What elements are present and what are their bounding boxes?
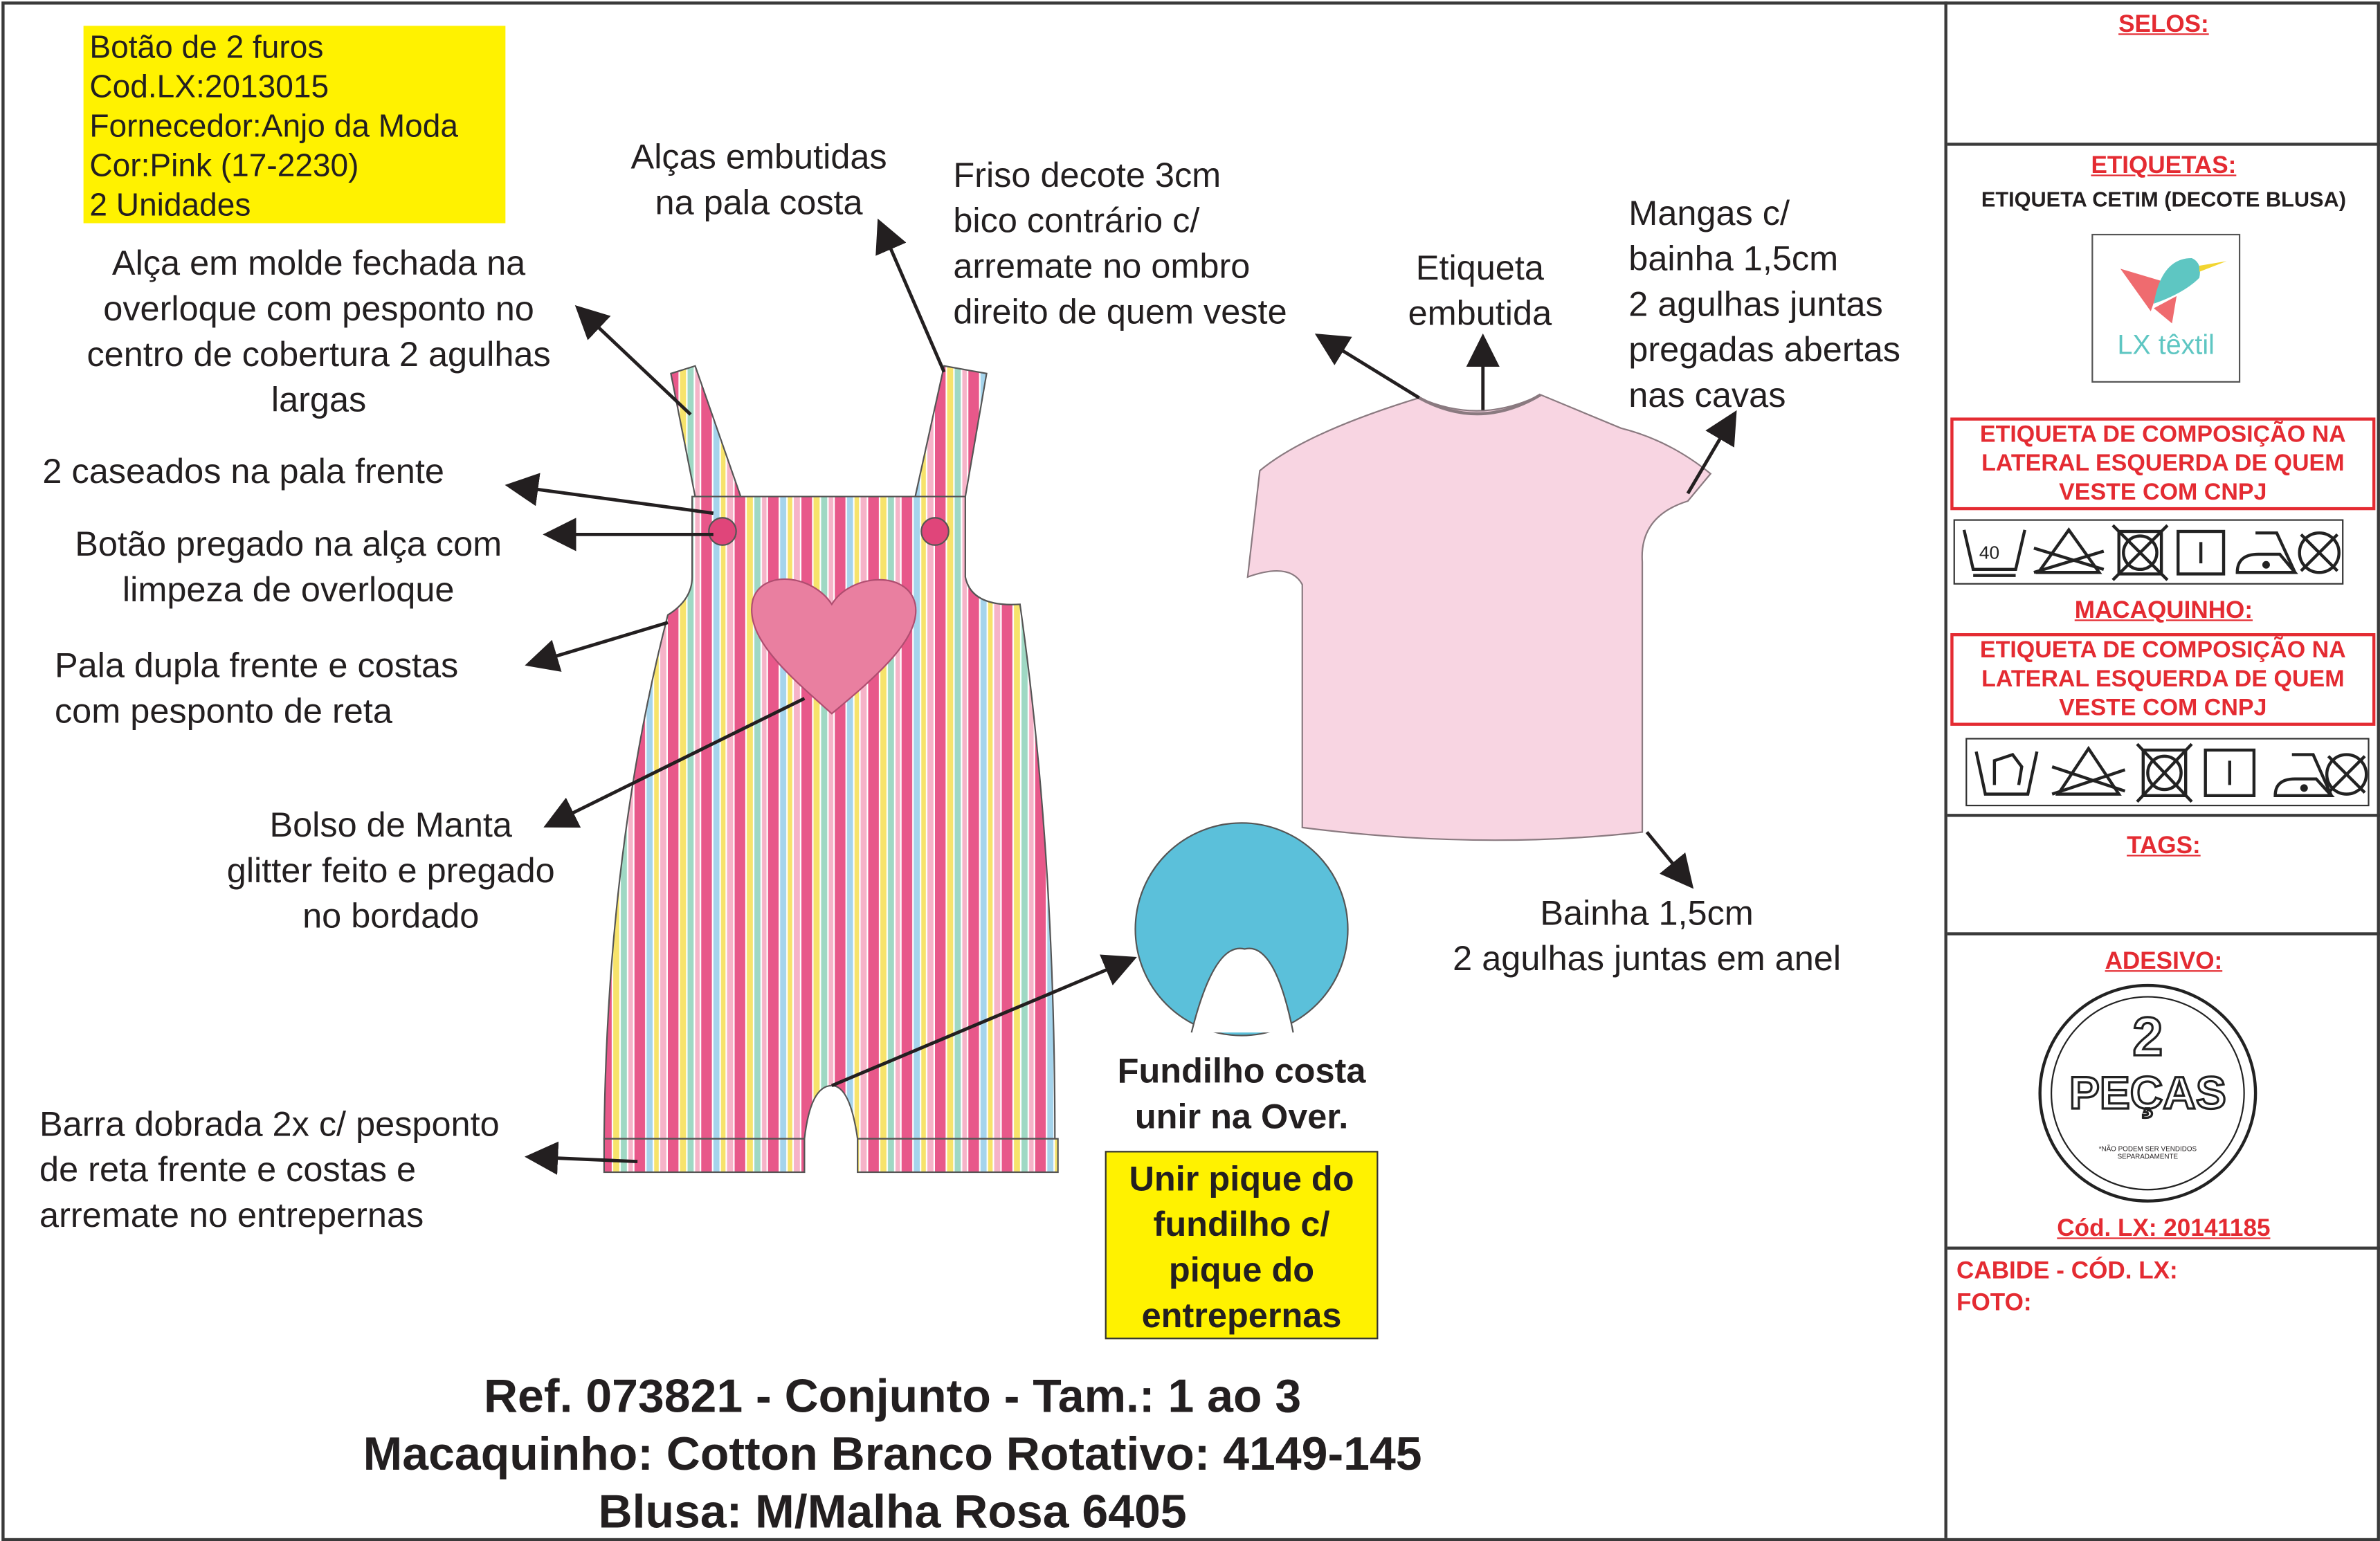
section-cabide: CABIDE - CÓD. LX:FOTO: [1956,1259,2178,1317]
heart-pocket [751,578,917,715]
svg-text:40: 40 [1979,542,1999,563]
trim-line: Cor:Pink (17-2230) [89,149,359,184]
annotation-arrows [505,218,1737,1175]
footer-ref: Ref. 073821 - Conjunto - Tam.: 1 ao 3 [483,1369,1302,1423]
two-pieces-sticker: 2 PEÇAS *NÃO PODEM SER VENDIDOS SEPARADA… [2038,983,2258,1203]
section-tags: TAGS: [1947,817,2380,936]
button-left [708,517,737,546]
footer-macaquinho: Macaquinho: Cotton Branco Rotativo: 4149… [363,1427,1422,1481]
footer-blusa: Blusa: M/Malha Rosa 6405 [598,1485,1187,1538]
t-shirt [1246,393,1712,841]
care-symbols-macaquinho [1965,738,2370,807]
trim-line: Fornecedor:Anjo da Moda [89,109,458,145]
section-etiquetas: ETIQUETAS: ETIQUETA CETIM (DECOTE BLUSA)… [1947,146,2380,817]
fundilho-circle [1134,822,1349,1037]
spec-panel: SELOS: ETIQUETAS: ETIQUETA CETIM (DECOTE… [1944,1,2380,1538]
care-symbols-blusa: 40 [1953,519,2344,585]
section-adesivo: ADESIVO: 2 PEÇAS *NÃO PODEM SER VENDIDOS… [1947,936,2380,1250]
cod-lx: Cód. LX: 20141185 [2057,1216,2271,1242]
trim-line: Cod.LX:2013015 [89,69,329,105]
overall-romper [603,365,1059,1174]
button-right [920,517,950,546]
macaquinho-header: MACAQUINHO: [2074,598,2253,624]
note-caseados: 2 caseados na pala frente [42,450,444,491]
technical-drawing [505,218,1737,1175]
trim-line: Botão de 2 furos [89,30,324,66]
trim-note: Botão de 2 furos Cod.LX:2013015 Forneced… [83,26,506,224]
section-selos: SELOS: [1947,1,2380,146]
lx-textil-logo: LX têxtil [2091,233,2241,383]
trim-line: 2 Unidades [89,188,251,224]
